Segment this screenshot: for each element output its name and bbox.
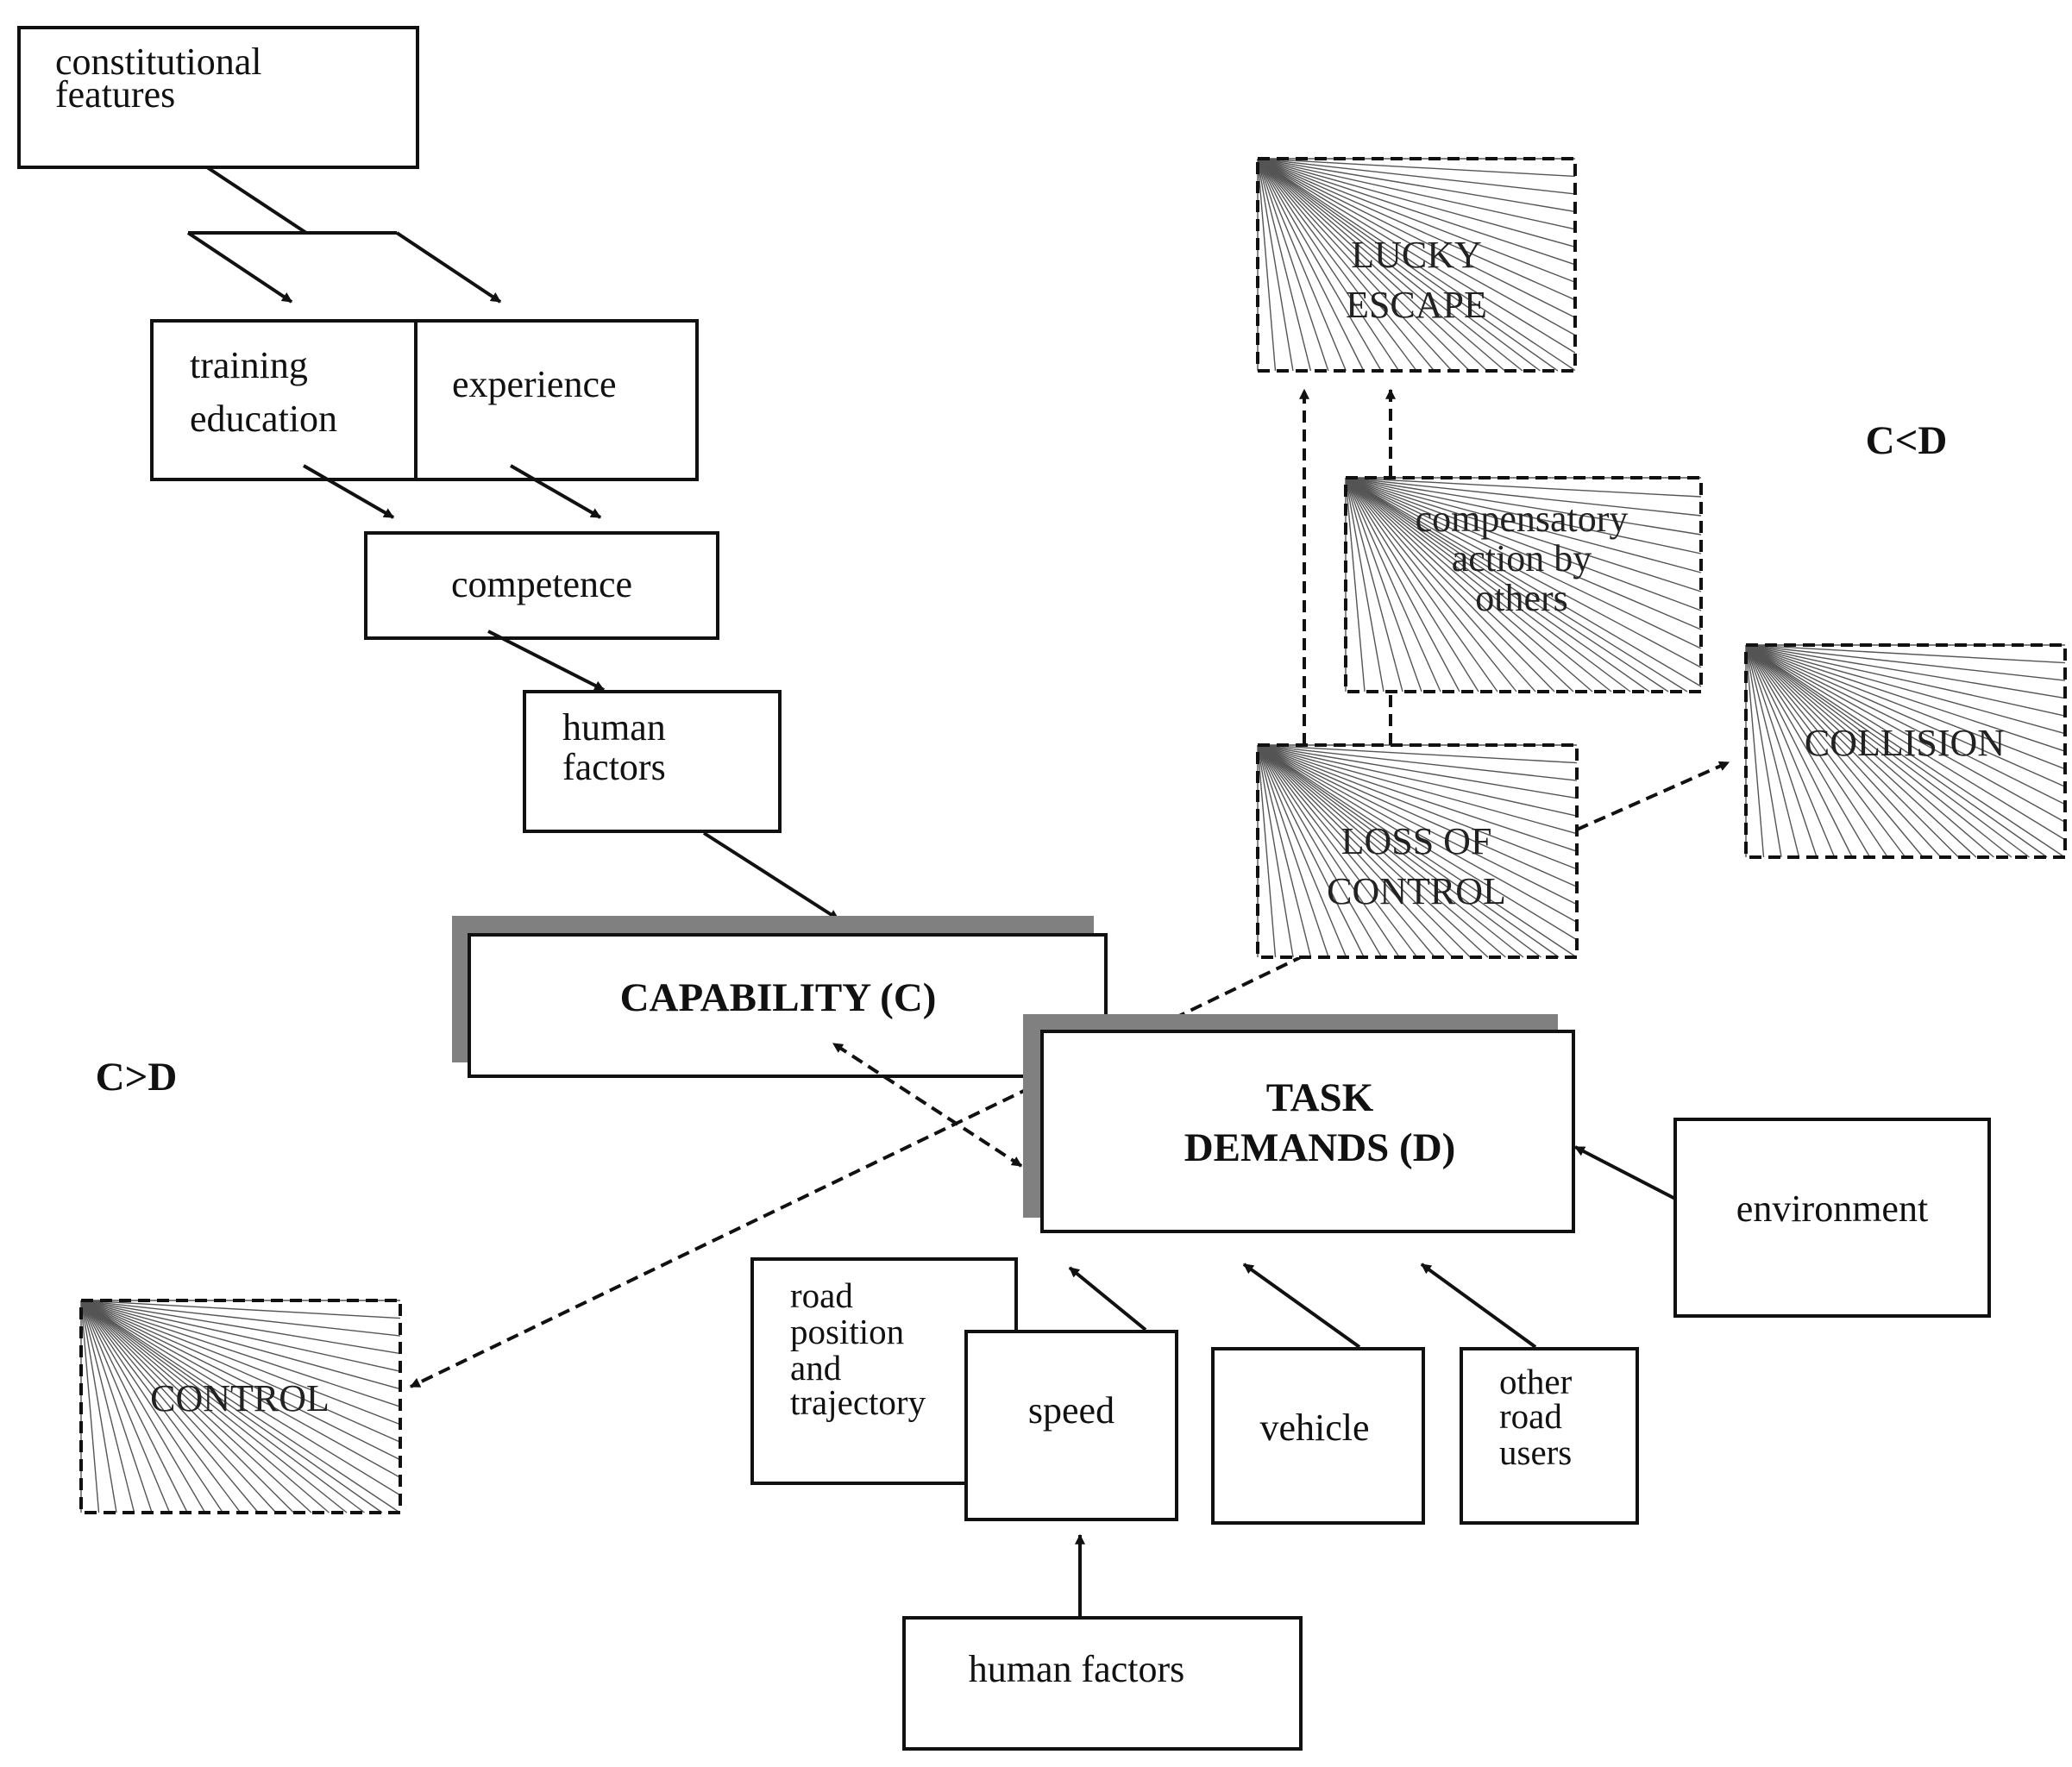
svg-text:LUCKY: LUCKY [1351, 234, 1482, 276]
environment-label: environment [1736, 1187, 1928, 1230]
competence-to-human-factors-arrow [487, 630, 606, 692]
competence-box: competence [364, 531, 719, 640]
road-position-line-2: position [790, 1312, 904, 1351]
svg-text:human: human [562, 706, 666, 749]
svg-text:ESCAPE: ESCAPE [1346, 284, 1487, 326]
vehicle-label: vehicle [1259, 1407, 1369, 1449]
competence-label: competence [451, 563, 632, 605]
collision-label: COLLISION [1805, 722, 2005, 764]
other-road-users-box: other road users [1460, 1347, 1639, 1525]
svg-text:other: other [1499, 1362, 1573, 1401]
svg-text:factors: factors [562, 746, 666, 788]
svg-text:and: and [790, 1348, 841, 1388]
svg-text:trajectory: trajectory [790, 1382, 926, 1422]
control-box: CONTROL [79, 1299, 402, 1514]
control-label: CONTROL [150, 1377, 330, 1419]
collision-box: COLLISION [1744, 643, 2067, 859]
svg-text:constitutional: constitutional [55, 41, 262, 83]
road-position-line-1: road [790, 1275, 853, 1315]
svg-text:position: position [790, 1312, 904, 1351]
svg-text:road: road [790, 1275, 853, 1315]
svg-text:others: others [1475, 577, 1568, 619]
svg-text:road: road [1499, 1396, 1562, 1436]
lucky-escape-box: LUCKY ESCAPE [1256, 157, 1577, 373]
vehicle-box: vehicle [1211, 1347, 1425, 1525]
split-connector [186, 166, 502, 304]
other-road-users-line-1: other [1499, 1362, 1573, 1401]
constitutional-features-line-1: constitutional [55, 41, 262, 83]
loss-of-control-to-collision-arrow [1576, 761, 1730, 831]
lucky-escape-line-2: ESCAPE [1346, 284, 1487, 326]
svg-text:CONTROL: CONTROL [1327, 870, 1506, 912]
constitutional-features-line-2: features [55, 73, 175, 116]
svg-text:education: education [190, 398, 337, 440]
environment-box: environment [1673, 1118, 1991, 1318]
road-position-box: road position and trajectory [750, 1257, 1018, 1485]
human-factors-upper-line-2: factors [562, 746, 666, 788]
training-education-box: training education [150, 319, 418, 481]
environment-to-task-demands-arrow [1573, 1145, 1676, 1200]
speed-to-task-demands-arrow [1068, 1266, 1147, 1332]
compensatory-action-box: compensatory action by others [1344, 476, 1703, 693]
loss-of-control-to-control-arrow [409, 954, 1305, 1388]
task-demands-line-1: TASK [1266, 1075, 1374, 1120]
svg-text:action by: action by [1452, 537, 1592, 580]
training-to-competence-arrow [303, 464, 395, 519]
other-road-users-to-task-demands-arrow [1420, 1263, 1537, 1349]
loss-of-control-box: LOSS OF CONTROL [1256, 743, 1579, 959]
road-position-line-3: and [790, 1348, 841, 1388]
svg-text:users: users [1499, 1432, 1572, 1472]
speed-label: speed [1028, 1389, 1114, 1432]
svg-text:DEMANDS (D): DEMANDS (D) [1184, 1125, 1456, 1170]
capability-box: CAPABILITY (C) [452, 916, 1108, 1078]
speed-box: speed [964, 1330, 1178, 1521]
compensatory-line-2: action by [1452, 537, 1592, 580]
constitutional-features-box: constitutional features [17, 26, 419, 169]
task-demands-box: TASK DEMANDS (D) [1023, 1014, 1575, 1233]
c-less-than-d-label: C<D [1866, 418, 1948, 463]
svg-text:compensatory: compensatory [1416, 498, 1629, 540]
training-label: training [190, 344, 308, 386]
loss-of-control-line-2: CONTROL [1327, 870, 1506, 912]
other-road-users-line-2: road [1499, 1396, 1562, 1436]
compensatory-line-1: compensatory [1416, 498, 1629, 540]
education-label: education [190, 398, 337, 440]
human-factors-lower-label: human factors [969, 1648, 1184, 1690]
svg-text:features: features [55, 73, 175, 116]
loss-of-control-line-1: LOSS OF [1341, 820, 1492, 862]
experience-box: experience [414, 319, 699, 481]
capability-label: CAPABILITY (C) [620, 975, 937, 1020]
compensatory-line-3: others [1475, 577, 1568, 619]
human-factors-to-capability-arrow [702, 831, 840, 921]
other-road-users-line-3: users [1499, 1432, 1572, 1472]
svg-text:training: training [190, 344, 308, 386]
human-factors-upper-line-1: human [562, 706, 666, 749]
vehicle-to-task-demands-arrow [1242, 1263, 1361, 1349]
svg-text:TASK: TASK [1266, 1075, 1374, 1120]
svg-text:LOSS OF: LOSS OF [1341, 820, 1492, 862]
experience-to-competence-arrow [510, 464, 602, 519]
human-factors-lower-box: human factors [902, 1616, 1303, 1751]
c-greater-than-d-label: C>D [96, 1055, 178, 1100]
lucky-escape-line-1: LUCKY [1351, 234, 1482, 276]
experience-label: experience [452, 363, 617, 405]
human-factors-upper-box: human factors [523, 690, 782, 833]
task-demands-line-2: DEMANDS (D) [1184, 1125, 1456, 1170]
road-position-line-4: trajectory [790, 1382, 926, 1422]
